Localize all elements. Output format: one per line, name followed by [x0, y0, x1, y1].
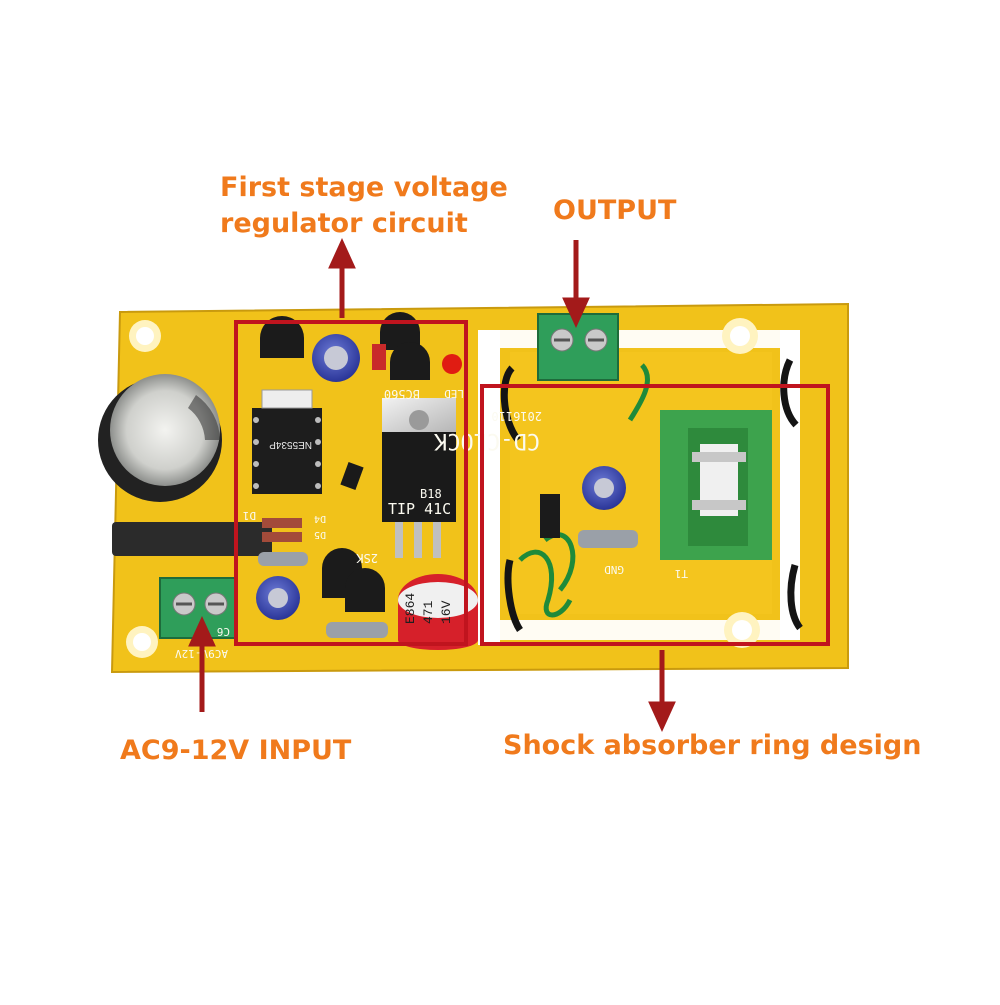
shock-absorber-box	[480, 384, 830, 646]
first-stage-line-1: First stage voltage	[220, 172, 508, 203]
silk-b18: B18	[420, 487, 442, 501]
output-label: OUTPUT	[553, 195, 677, 226]
bridge-rectifier	[112, 522, 272, 556]
silk-ic: NE5534P	[269, 439, 312, 450]
silk-2sk: 2SK	[356, 551, 378, 565]
silk-tip41c: TIP 41C	[388, 500, 451, 518]
first-stage-label: First stage voltage regulator circuit	[220, 170, 508, 242]
regulator-components	[252, 312, 478, 650]
silk-led: LED	[444, 387, 464, 400]
silk-gnd: GND	[604, 563, 624, 576]
cap-voltage: 16V	[439, 600, 454, 624]
shock-absorber-label: Shock absorber ring design	[503, 730, 922, 761]
silk-c6: C6	[217, 625, 230, 638]
main-capacitor	[98, 374, 222, 502]
silk-brand: CD-CLOCK	[433, 428, 540, 453]
silkscreen-text: CD-CLOCK 2016110 TIP 41C B18 BC560 LED N…	[175, 387, 688, 660]
silk-bc560: BC560	[384, 387, 420, 401]
annotation-arrows	[188, 237, 676, 733]
shock-absorber-components	[500, 358, 803, 632]
output-terminal	[537, 313, 619, 381]
cap-code: E864	[403, 593, 418, 624]
mounting-holes	[126, 318, 760, 658]
silk-d5: D5	[314, 529, 326, 540]
silk-d1: D1	[243, 509, 256, 522]
cap-value: 471	[421, 600, 436, 624]
input-label: AC9-12V INPUT	[120, 735, 352, 766]
slot-bottom	[500, 620, 780, 640]
silk-t1: T1	[675, 567, 688, 580]
first-stage-box	[234, 320, 468, 646]
silk-date: 2016110	[491, 409, 542, 423]
first-stage-line-2: regulator circuit	[220, 208, 468, 239]
silk-d4: D4	[314, 513, 326, 524]
